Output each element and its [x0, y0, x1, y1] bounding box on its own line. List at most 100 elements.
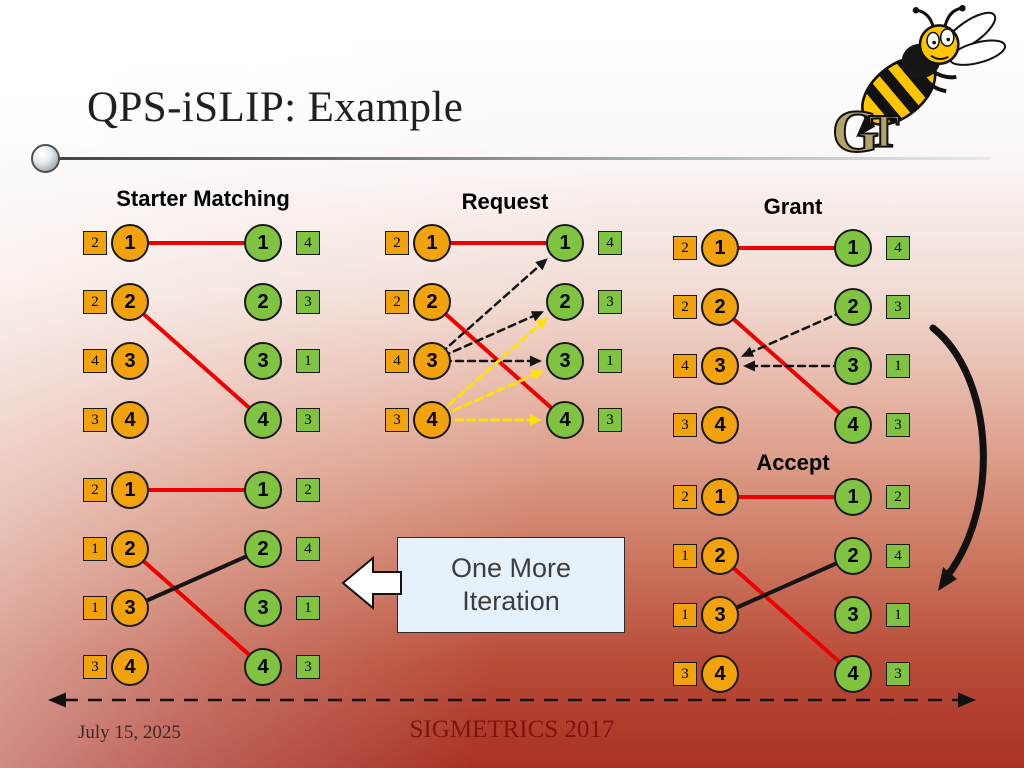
input-node-2: 2 [413, 283, 451, 321]
label-accept: Accept [756, 450, 830, 475]
label-grant: Grant [763, 194, 823, 219]
mascot-leg [922, 75, 947, 94]
input-pointer-2: 2 [385, 290, 409, 314]
input-pointer-3: 4 [385, 349, 409, 373]
output-pointer-4: 3 [296, 655, 320, 679]
input-node-3: 3 [111, 589, 149, 627]
arrowhead-request-black-3-2 [530, 311, 544, 322]
gt-logo-letter-t: T [868, 107, 899, 158]
edge-request-black-3-1 [430, 262, 543, 363]
input-pointer-4: 3 [673, 413, 697, 437]
input-pointer-3: 1 [83, 596, 107, 620]
output-node-1: 1 [834, 229, 872, 267]
input-pointer-3: 1 [673, 603, 697, 627]
curved-arrow-head [938, 567, 957, 591]
input-pointer-3: 4 [673, 354, 697, 378]
output-pointer-2: 3 [886, 295, 910, 319]
input-pointer-2: 2 [673, 295, 697, 319]
output-pointer-1: 4 [598, 231, 622, 255]
output-node-2: 2 [546, 283, 584, 321]
edge-match-2-4 [128, 300, 265, 422]
arrowhead-grant-3-3 [743, 360, 755, 372]
mascot-eye [926, 31, 940, 50]
output-pointer-2: 4 [296, 537, 320, 561]
input-node-2: 2 [111, 530, 149, 568]
input-pointer-1: 2 [83, 231, 107, 255]
output-pointer-1: 4 [886, 236, 910, 260]
one-more-iteration-block-arrow [341, 555, 402, 611]
mascot-antenna-tip [912, 7, 920, 14]
output-node-1: 1 [244, 471, 282, 509]
input-node-2: 2 [701, 537, 739, 575]
timeline-left-arrowhead [48, 692, 66, 708]
mascot-stinger [855, 116, 876, 138]
mascot-mouth [930, 54, 949, 61]
arrowhead-request-yellow-4-2 [535, 317, 548, 330]
output-node-1: 1 [546, 224, 584, 262]
output-node-4: 4 [244, 648, 282, 686]
output-node-4: 4 [834, 406, 872, 444]
input-node-1: 1 [413, 224, 451, 262]
title-divider-line [58, 157, 990, 160]
input-pointer-1: 2 [83, 478, 107, 502]
footer-date: July 15, 2025 [78, 722, 181, 743]
mascot-pupil [932, 40, 936, 45]
mascot-antenna-left [916, 8, 935, 27]
arrowhead-request-yellow-4-3 [530, 370, 544, 381]
output-node-3: 3 [244, 589, 282, 627]
input-node-3: 3 [111, 342, 149, 380]
footer-conference: SIGMETRICS 2017 [409, 716, 615, 743]
input-pointer-2: 2 [83, 290, 107, 314]
mascot-antenna-tip [959, 4, 966, 12]
callout-line1: One More [450, 553, 572, 584]
arrowhead-request-black-3-3 [530, 355, 542, 367]
input-pointer-4: 3 [83, 655, 107, 679]
edge-accepted-3-2 [718, 554, 855, 617]
input-node-3: 3 [413, 342, 451, 380]
input-pointer-1: 2 [385, 231, 409, 255]
title-divider-ball [31, 144, 60, 173]
input-node-4: 4 [413, 401, 451, 439]
mascot-pupil [946, 37, 951, 42]
input-node-1: 1 [111, 471, 149, 509]
output-node-1: 1 [834, 478, 872, 516]
arrowhead-request-yellow-4-4 [530, 414, 542, 426]
output-node-3: 3 [834, 596, 872, 634]
input-node-3: 3 [701, 596, 739, 634]
output-pointer-2: 4 [886, 544, 910, 568]
grant-to-accept-curved-arrow [929, 324, 987, 579]
input-node-4: 4 [701, 406, 739, 444]
output-pointer-4: 3 [598, 408, 622, 432]
edge-match-2-4 [128, 547, 265, 669]
output-node-4: 4 [244, 401, 282, 439]
arrowhead-grant-3-2 [741, 346, 755, 357]
output-node-4: 4 [834, 655, 872, 693]
input-node-4: 4 [701, 655, 739, 693]
output-pointer-4: 3 [886, 413, 910, 437]
output-pointer-2: 3 [296, 290, 320, 314]
input-pointer-4: 3 [673, 662, 697, 686]
label-request: Request [461, 189, 549, 214]
output-node-4: 4 [546, 401, 584, 439]
output-pointer-3: 1 [598, 349, 622, 373]
output-pointer-1: 2 [296, 478, 320, 502]
input-node-4: 4 [111, 648, 149, 686]
output-node-3: 3 [834, 347, 872, 385]
input-node-3: 3 [701, 347, 739, 385]
output-node-3: 3 [546, 342, 584, 380]
output-pointer-3: 1 [886, 603, 910, 627]
input-pointer-1: 2 [673, 236, 697, 260]
output-node-2: 2 [244, 283, 282, 321]
output-node-2: 2 [834, 288, 872, 326]
output-node-1: 1 [244, 224, 282, 262]
output-pointer-3: 1 [296, 349, 320, 373]
output-pointer-1: 4 [296, 231, 320, 255]
mascot-antenna-right [943, 6, 962, 26]
input-pointer-2: 1 [673, 544, 697, 568]
